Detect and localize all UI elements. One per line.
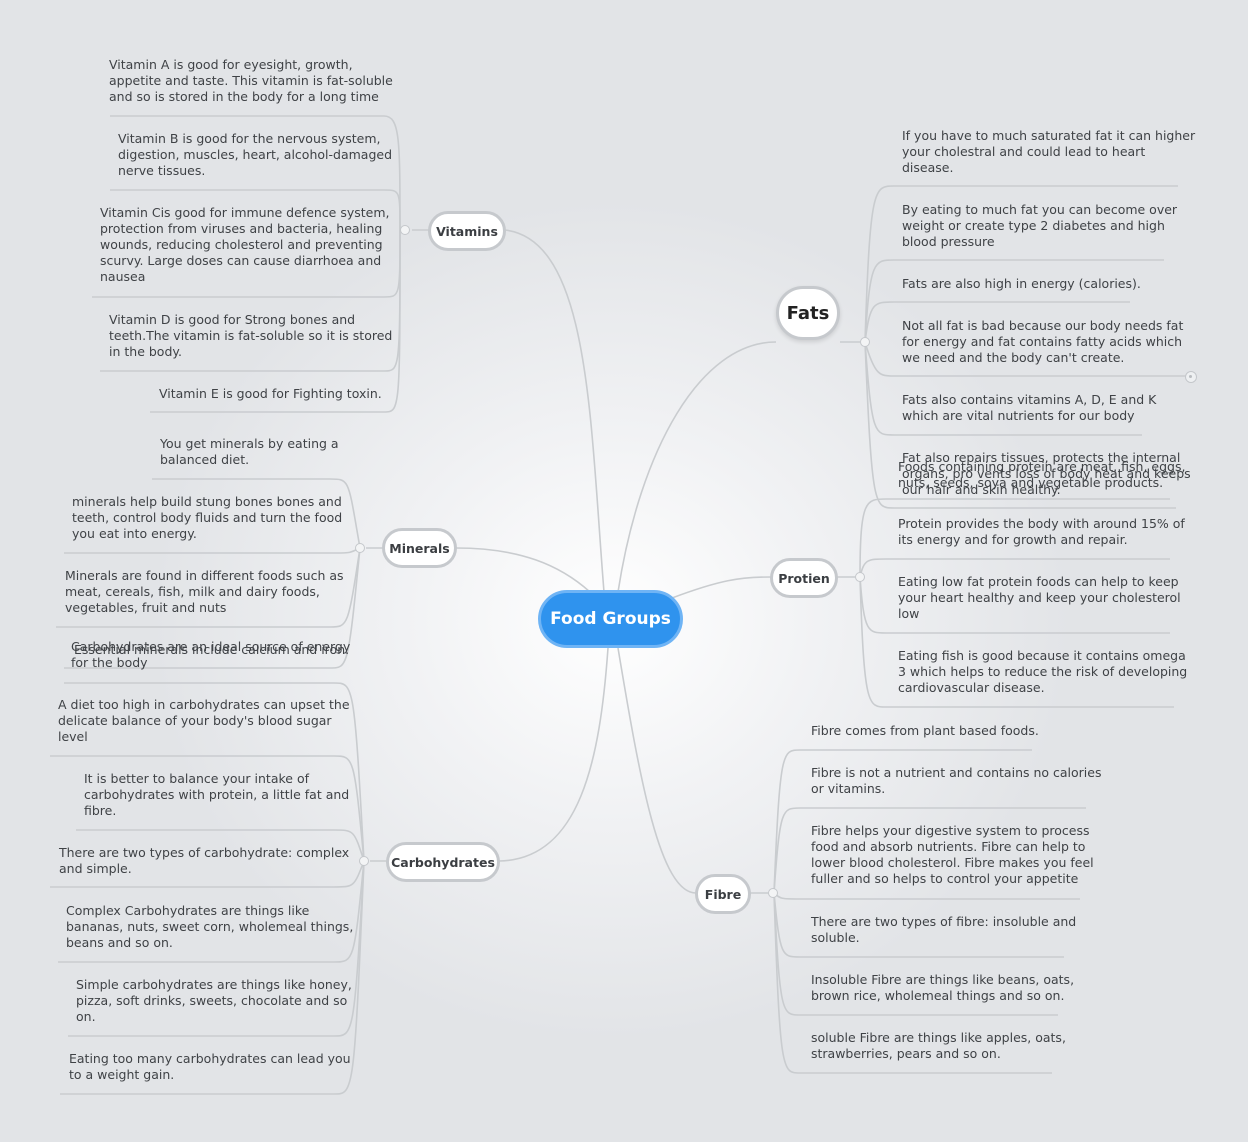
- minerals-sources-note[interactable]: Minerals are found in different foods su…: [65, 568, 344, 615]
- topic-minerals-label: Minerals: [389, 540, 450, 556]
- fibre-insoluble-note[interactable]: Insoluble Fibre are things like beans, o…: [811, 972, 1075, 1003]
- minerals-diet-note[interactable]: You get minerals by eating a balanced di…: [160, 436, 339, 467]
- fats-diabetes-note[interactable]: By eating to much fat you can become ove…: [902, 202, 1178, 249]
- fibre-soluble-note[interactable]: soluble Fibre are things like apples, oa…: [811, 1030, 1066, 1061]
- topic-vitamins[interactable]: Vitamins: [428, 211, 506, 251]
- fats-repairs-note[interactable]: Fat also repairs tissues, protects the i…: [902, 450, 1191, 497]
- vitamin-c-note[interactable]: Vitamin Cis good for immune defence syst…: [100, 205, 390, 284]
- fibre-collapse-knob[interactable]: [768, 888, 778, 898]
- topic-fibre-label: Fibre: [704, 886, 742, 902]
- fats-not-all-bad-note[interactable]: Not all fat is bad because our body need…: [902, 318, 1184, 365]
- topic-fats-label: Fats: [786, 302, 830, 324]
- vitamins-collapse-knob[interactable]: [400, 225, 410, 235]
- fats-collapse-knob[interactable]: [860, 337, 870, 347]
- topic-protein-label: Protien: [778, 570, 830, 586]
- protein-low-fat-note[interactable]: Eating low fat protein foods can help to…: [898, 574, 1181, 621]
- carbs-types-note[interactable]: There are two types of carbohydrate: com…: [59, 845, 350, 876]
- vitamin-e-note[interactable]: Vitamin E is good for Fighting toxin.: [159, 386, 382, 401]
- vitamin-d-note[interactable]: Vitamin D is good for Strong bones and t…: [109, 312, 393, 359]
- fibre-plants-note[interactable]: Fibre comes from plant based foods.: [811, 723, 1039, 738]
- fats-energy-note[interactable]: Fats are also high in energy (calories).: [902, 276, 1141, 291]
- fibre-types-note[interactable]: There are two types of fibre: insoluble …: [811, 914, 1077, 945]
- minerals-collapse-knob[interactable]: [355, 543, 365, 553]
- carbs-blood-sugar-note[interactable]: A diet too high in carbohydrates can ups…: [58, 697, 350, 744]
- root-topic-food-groups[interactable]: Food Groups: [538, 590, 683, 648]
- topic-fibre[interactable]: Fibre: [695, 874, 751, 914]
- topic-carbohydrates[interactable]: Carbohydrates: [386, 842, 500, 882]
- fats-vitamins-note[interactable]: Fats also contains vitamins A, D, E and …: [902, 392, 1157, 423]
- topic-carbohydrates-label: Carbohydrates: [391, 854, 495, 870]
- vitamin-a-note[interactable]: Vitamin A is good for eyesight, growth, …: [109, 57, 393, 104]
- protein-energy-note[interactable]: Protein provides the body with around 15…: [898, 516, 1185, 547]
- topic-vitamins-label: Vitamins: [436, 223, 498, 239]
- vitamin-b-note[interactable]: Vitamin B is good for the nervous system…: [118, 131, 392, 178]
- minerals-essential-note[interactable]: Essential minerals include calcium and i…: [74, 642, 350, 657]
- protein-fish-note[interactable]: Eating fish is good because it contains …: [898, 648, 1188, 695]
- fats-saturated-note[interactable]: If you have to much saturated fat it can…: [902, 128, 1196, 175]
- fibre-digestion-note[interactable]: Fibre helps your digestive system to pro…: [811, 823, 1094, 886]
- fibre-not-nutrient-note[interactable]: Fibre is not a nutrient and contains no …: [811, 765, 1102, 796]
- root-topic-label: Food Groups: [550, 609, 671, 629]
- carbs-simple-note[interactable]: Simple carbohydrates are things like hon…: [76, 977, 352, 1024]
- carbs-balance-note[interactable]: It is better to balance your intake of c…: [84, 771, 350, 818]
- topic-fats[interactable]: Fats: [776, 286, 840, 340]
- protein-collapse-knob[interactable]: [855, 572, 865, 582]
- fats-extend-handle-icon[interactable]: [1185, 371, 1197, 383]
- carbs-energy-note[interactable]: Carbohydrates are an ideal source of ene…: [71, 639, 351, 670]
- topic-protein[interactable]: Protien: [770, 558, 838, 598]
- carbs-complex-note[interactable]: Complex Carbohydrates are things like ba…: [66, 903, 354, 950]
- protein-foods-note[interactable]: Foods containing protein are meat, fish,…: [898, 459, 1186, 490]
- carbohydrates-collapse-knob[interactable]: [359, 856, 369, 866]
- minerals-function-note[interactable]: minerals help build stung bones bones an…: [72, 494, 343, 541]
- topic-minerals[interactable]: Minerals: [382, 528, 457, 568]
- carbs-weight-note[interactable]: Eating too many carbohydrates can lead y…: [69, 1051, 351, 1082]
